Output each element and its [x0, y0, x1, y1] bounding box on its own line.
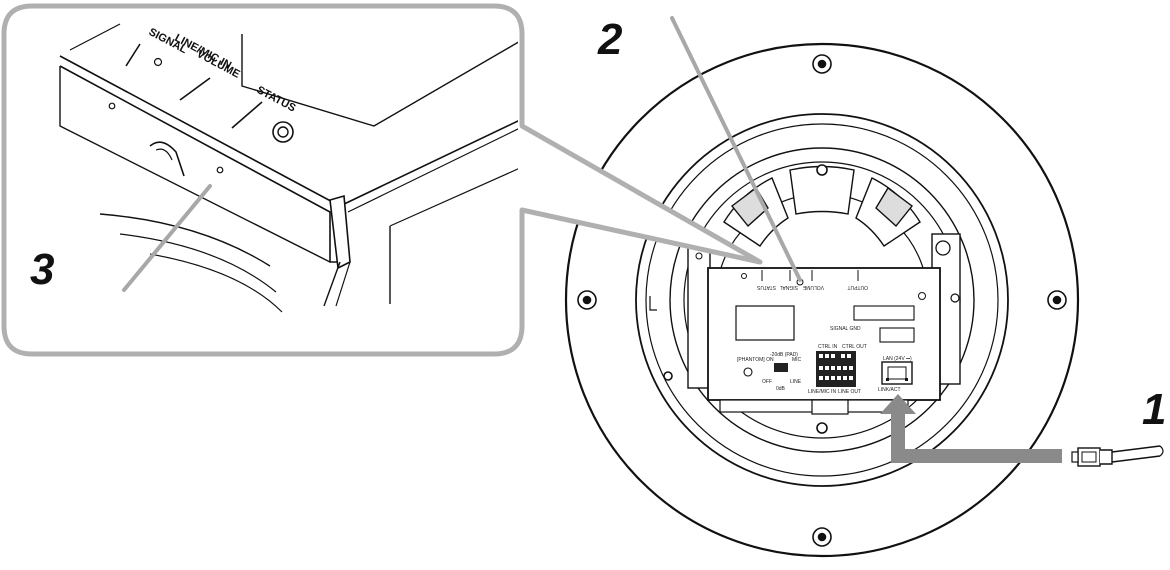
bracket-screw [950, 293, 960, 303]
gnd-box [879, 327, 915, 343]
inset-frame [1, 3, 763, 357]
output-led [918, 292, 926, 300]
cable [1111, 445, 1161, 453]
terminal-module: STATUS SIGNAL VOLUME OUTPUT SIGNAL GND C… [707, 267, 941, 415]
module-bottom-tab [811, 399, 849, 415]
panel-label-volume: VOLUME [802, 284, 824, 290]
panel-label-status: STATUS [756, 284, 776, 290]
volume-knob [743, 367, 753, 377]
panel-label-0db: 0dB [776, 386, 786, 392]
callout-label-3: 3 [30, 245, 54, 294]
lan-cable-callout: 1 [880, 385, 1166, 467]
grille-slots [723, 165, 921, 247]
panel-label-link-act: LINK/ACT [878, 387, 901, 393]
callout-line-3 [122, 184, 212, 292]
speaker-inner-ring [645, 123, 999, 477]
hole [216, 166, 224, 174]
signal-led-closeup [153, 57, 163, 67]
panel-label-off: OFF [762, 379, 772, 385]
panel-label-signal: SIGNAL [779, 284, 798, 290]
dip-switch [774, 363, 788, 372]
panel-label-mic: MIC [792, 357, 802, 363]
label-sticker [735, 305, 795, 341]
terminal-slots [819, 354, 853, 380]
callout-label-2: 2 [597, 15, 623, 64]
panel-label-pad: -20dB (PAD) [770, 352, 798, 358]
speaker-baffle-ring [669, 147, 975, 453]
panel-label-line: LINE [790, 379, 802, 385]
frame-tab [649, 296, 657, 311]
panel-label-output: OUTPUT [847, 284, 868, 290]
callout-line-2 [670, 16, 802, 282]
screw-icon [816, 164, 828, 176]
callout-label-1: 1 [1142, 385, 1166, 434]
status-led [741, 273, 747, 279]
ceiling-speaker: STATUS SIGNAL VOLUME OUTPUT SIGNAL GND C… [564, 42, 1080, 558]
arrow-path [891, 412, 1062, 463]
rj45-plug-icon [1071, 445, 1164, 467]
panel-label-ctrl-in: CTRL IN [818, 344, 838, 350]
screw-icon [663, 371, 673, 381]
panel-label-ctrl-out: CTRL OUT [842, 344, 867, 350]
arrow-head [880, 394, 916, 414]
panel-label-line-out: LINE OUT [838, 389, 861, 395]
bracket-screw [695, 252, 703, 260]
cable [1111, 455, 1161, 463]
hole [108, 102, 116, 110]
inset-callout: LINE/MIC IN SIGNAL VOLUME STATUS 3 [1, 3, 763, 357]
panel-label-signal-gnd: SIGNAL GND [830, 326, 861, 332]
left-bracket [687, 237, 711, 389]
panel-label-line-mic-in: LINE/MIC IN [808, 389, 836, 395]
bracket-screw [935, 240, 951, 256]
output-label-box [853, 305, 915, 321]
panel-label-lan: LAN (24V ⎓) [883, 356, 912, 362]
screw-icon [816, 422, 828, 434]
panel-label-phantom: [PHANTOM] ON [737, 357, 774, 363]
